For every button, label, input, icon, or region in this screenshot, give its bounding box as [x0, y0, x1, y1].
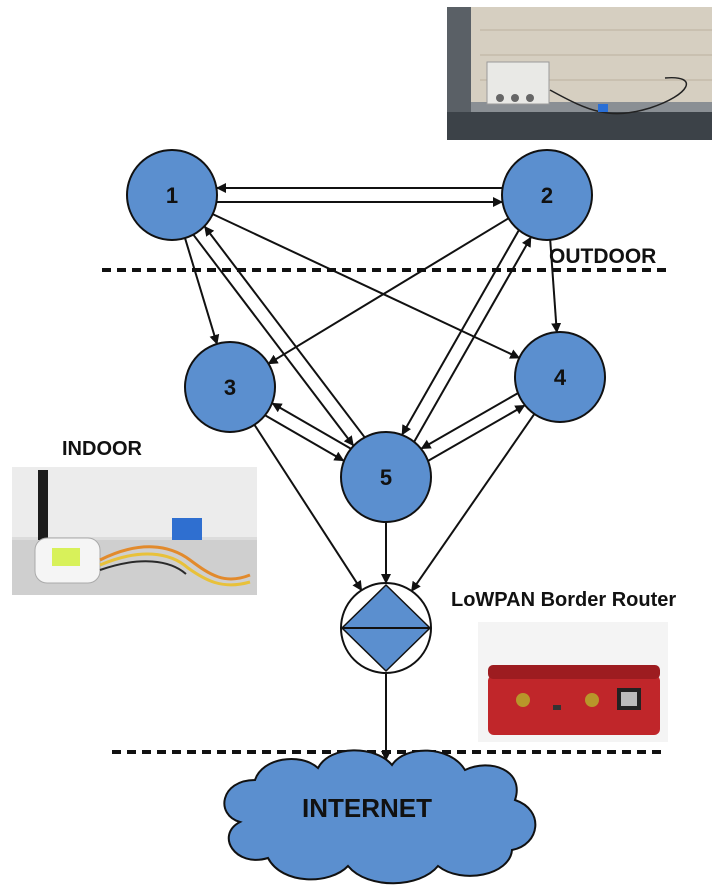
outdoor-label: OUTDOOR: [549, 245, 657, 268]
internet-cloud: [223, 749, 537, 885]
edge-2-to-4: [549, 239, 562, 334]
node-1-label: 1: [166, 183, 178, 208]
edge-5-to-1: [203, 225, 366, 438]
internet-label: INTERNET: [302, 793, 432, 823]
node-4-label: 4: [554, 365, 567, 390]
edge-4-to-5: [420, 392, 518, 450]
node-4: [514, 331, 606, 423]
node-5-label: 5: [380, 465, 392, 490]
edge-5-to-2: [413, 236, 532, 442]
edge-2-to-5: [401, 230, 520, 436]
node-3: [184, 341, 276, 433]
edge-3-to-router: [253, 424, 363, 592]
edges-layer: [184, 183, 562, 761]
node-3-label: 3: [224, 375, 236, 400]
edge-3-to-5: [264, 414, 345, 462]
node-1: [126, 149, 218, 241]
nodes-layer: [126, 149, 606, 523]
edge-5-to-4: [428, 404, 526, 462]
edge-2-to-3: [267, 217, 510, 365]
node-2-label: 2: [541, 183, 553, 208]
edge-4-to-router: [410, 413, 536, 592]
outdoor-photo: [447, 7, 712, 140]
border-router-label: LoWPAN Border Router: [451, 589, 677, 611]
indoor-photo: [12, 467, 257, 595]
edge-1-to-3: [184, 237, 220, 345]
border-router-symbol: [340, 582, 432, 674]
node-5: [340, 431, 432, 523]
edge-5-to-3: [271, 402, 352, 450]
node-labels: 1 2 3 4 5: [166, 183, 567, 490]
edge-1-to-5: [192, 234, 355, 447]
router-photo: [478, 622, 668, 742]
node-2: [501, 149, 593, 241]
indoor-label: INDOOR: [62, 438, 142, 460]
edge-1-to-4: [212, 213, 521, 359]
